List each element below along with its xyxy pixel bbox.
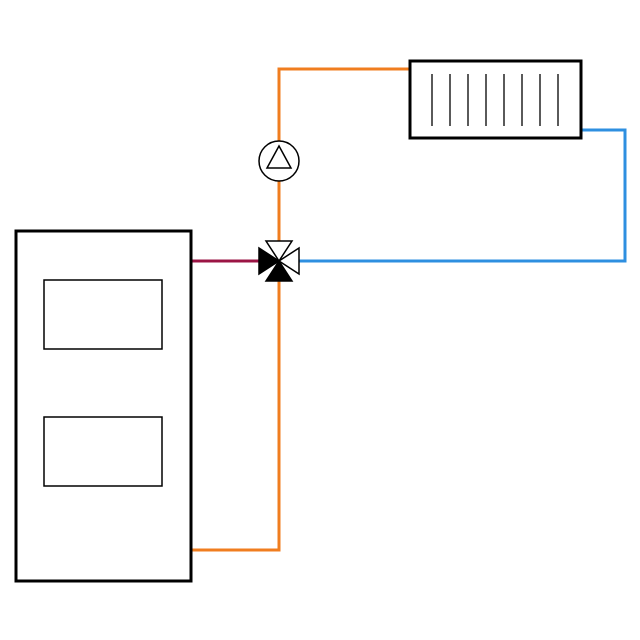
- pump-arrow-triangle: [265, 144, 293, 169]
- valve-right-triangle: [277, 246, 300, 276]
- radiator-body: [408, 59, 583, 140]
- boiler-panel-top: [43, 279, 163, 350]
- supply-pipe-valve-to-radiator: [277, 67, 410, 262]
- valve-bottom-triangle: [264, 259, 294, 282]
- boiler-icon: [14, 229, 193, 583]
- pipes: [191, 67, 627, 552]
- three-way-mixing-valve-icon: [258, 240, 300, 282]
- boiler-panel-bottom: [43, 416, 163, 487]
- radiator-icon: [408, 59, 583, 140]
- radiator-fins: [431, 74, 559, 126]
- return-pipe-radiator-to-valve: [279, 128, 627, 263]
- circulation-pump-icon: [258, 140, 300, 182]
- supply-pipe-boiler-to-valve: [191, 262, 281, 552]
- valve-left-triangle: [258, 246, 281, 276]
- valve-top-triangle: [264, 240, 294, 263]
